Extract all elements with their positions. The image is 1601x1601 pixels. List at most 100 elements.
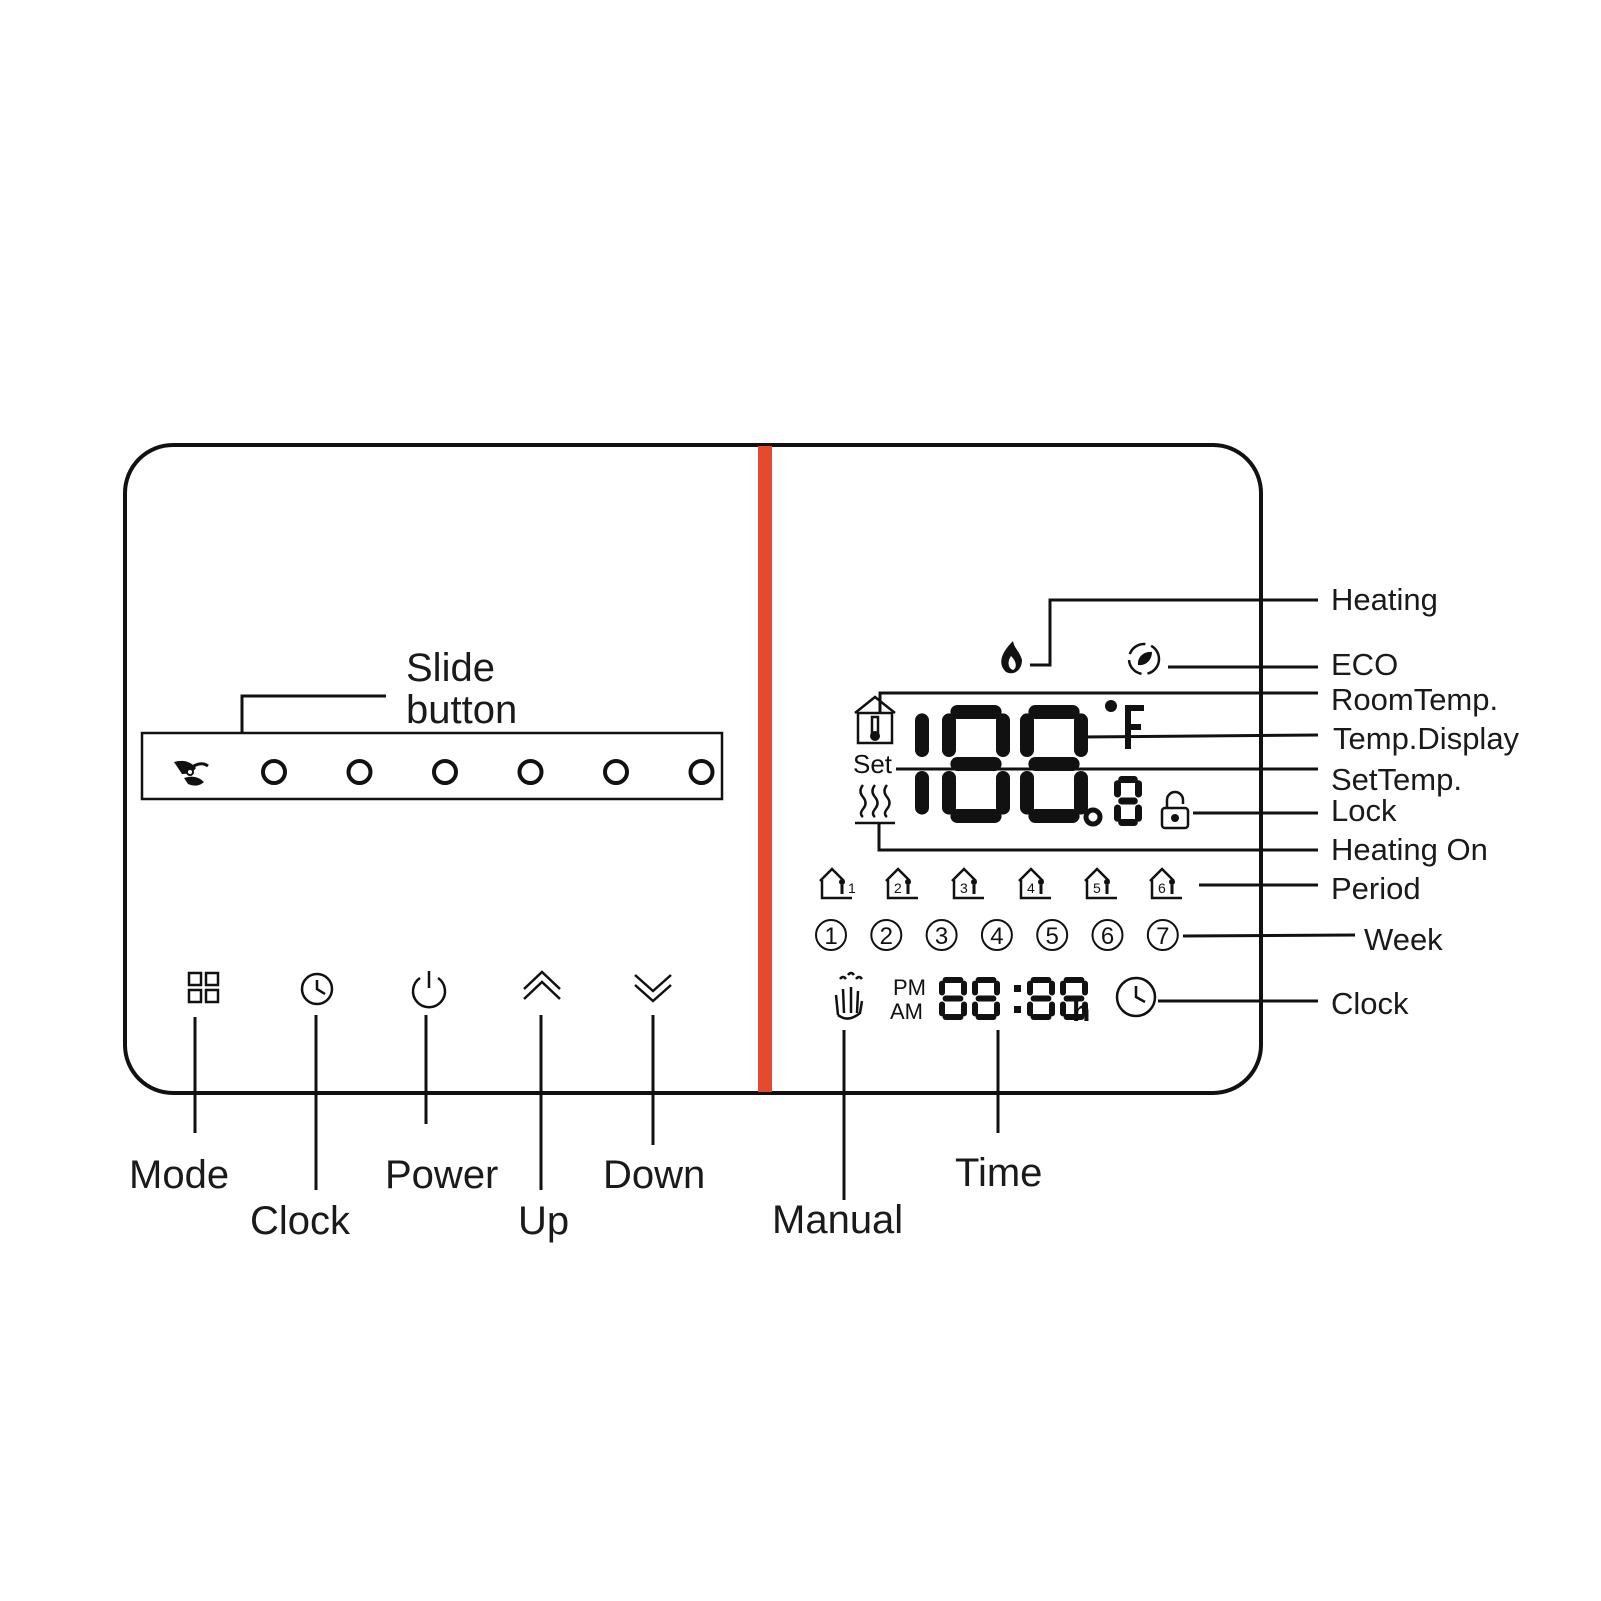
week-callout	[1182, 933, 1356, 938]
room-temp-label: RoomTemp.	[1331, 682, 1498, 717]
up-button[interactable]: Up	[518, 970, 569, 1243]
clock-label: Clock	[250, 1199, 351, 1243]
am-text: AM	[890, 999, 923, 1024]
time-label: Time	[955, 1151, 1042, 1195]
eco-icon	[1127, 642, 1161, 676]
week-day-number: 2	[880, 923, 893, 950]
time-digits	[939, 977, 1088, 1020]
period-label: Period	[1331, 871, 1421, 906]
slide-bar[interactable]	[140, 731, 724, 801]
down-button[interactable]: Down	[603, 974, 705, 1197]
mode-button[interactable]: Mode	[129, 971, 229, 1197]
week-day-circle: 6	[1091, 919, 1124, 951]
down-label: Down	[603, 1153, 705, 1197]
slider-position-dot[interactable]	[432, 759, 458, 785]
week-label: Week	[1364, 922, 1443, 957]
temp-digit	[942, 705, 1010, 823]
power-button[interactable]: Power	[385, 971, 498, 1197]
lock-label: Lock	[1331, 793, 1397, 828]
slider-position-dot[interactable]	[517, 759, 544, 785]
chevron-down-icon	[634, 974, 672, 1003]
mode-label: Mode	[129, 1153, 229, 1197]
time-colon-bottom	[1014, 1006, 1021, 1013]
heating-label: Heating	[1331, 582, 1438, 617]
time-digit	[972, 977, 1000, 1020]
temp-display-digits	[915, 705, 1088, 823]
slider-position-dot[interactable]	[346, 759, 373, 785]
period-number: 3	[960, 880, 968, 896]
week-day-number: 1	[824, 923, 837, 950]
time-colon-top	[1014, 985, 1021, 992]
room-temp-icon	[854, 695, 896, 745]
period-number: 2	[894, 880, 902, 896]
slider-position-dot[interactable]	[261, 759, 287, 785]
slide-label-line2: button	[406, 688, 517, 732]
period-number: 1	[848, 880, 856, 896]
period-icon: 1	[819, 867, 856, 900]
slider-positions	[261, 759, 715, 785]
period-number: 6	[1158, 880, 1166, 896]
hour-suffix: h	[1072, 995, 1090, 1028]
temp-display-callout	[1079, 733, 1319, 739]
period-number: 4	[1027, 880, 1035, 896]
fahrenheit-segment	[1125, 705, 1144, 749]
slide-callout-line	[240, 694, 386, 732]
temp-digit	[1020, 705, 1088, 823]
week-day-number: 7	[1156, 923, 1169, 950]
heating-on-icon	[855, 784, 895, 825]
period-number: 5	[1093, 880, 1101, 896]
manual-label: Manual	[772, 1198, 903, 1242]
clock-icon	[300, 972, 334, 1006]
lcd-clock-icon	[1115, 976, 1157, 1018]
temp-digit	[915, 713, 929, 815]
degree-mark	[1105, 700, 1117, 712]
decimal-point	[1083, 807, 1103, 827]
time-digit	[1060, 977, 1088, 1020]
up-label: Up	[518, 1199, 569, 1243]
clock-right-label: Clock	[1331, 986, 1409, 1021]
week-day-circle: 5	[1036, 919, 1069, 951]
period-icons: 1 2 3 4 5 6	[819, 867, 1182, 900]
temp-display-label: Temp.Display	[1333, 721, 1520, 756]
eco-label: ECO	[1331, 647, 1398, 682]
week-day-circle: 2	[870, 919, 903, 951]
week-day-number: 3	[935, 923, 948, 950]
power-icon	[411, 971, 447, 1009]
period-icon: 6	[1149, 867, 1182, 900]
slide-button-group: Slide button	[140, 646, 724, 801]
slider-position-dot[interactable]	[603, 759, 629, 785]
week-day-circle: 7	[1146, 919, 1179, 951]
chevron-up-icon	[523, 970, 561, 1000]
week-day-number: 6	[1101, 923, 1114, 950]
period-icon: 3	[951, 867, 984, 900]
week-day-circle: 4	[980, 919, 1013, 951]
button-row: Mode Clock Power Up	[129, 970, 705, 1243]
week-day-number: 5	[1046, 923, 1059, 950]
time-digit	[1027, 977, 1055, 1020]
slider-position-dot[interactable]	[688, 759, 715, 785]
time-digit	[939, 977, 967, 1020]
power-label: Power	[385, 1153, 498, 1197]
week-day-circles: 1 2 3 4 5 6 7	[815, 919, 1179, 951]
temp-small-digit-segments	[1114, 776, 1142, 826]
week-day-number: 4	[990, 923, 1003, 950]
set-temp-label: SetTemp.	[1331, 762, 1462, 797]
temp-decimal-digit	[1114, 776, 1142, 826]
clock-button[interactable]: Clock	[250, 972, 351, 1243]
period-icon: 5	[1084, 867, 1117, 900]
heating-on-callout	[877, 823, 1318, 852]
set-text: Set	[853, 749, 893, 779]
heating-on-label: Heating On	[1331, 832, 1488, 867]
hand-icon	[834, 971, 864, 1020]
pm-text: PM	[893, 975, 926, 1000]
lock-icon	[1160, 790, 1190, 830]
period-icon: 4	[1018, 867, 1051, 900]
week-day-circle: 3	[925, 919, 958, 951]
grid-icon	[187, 971, 220, 1004]
week-day-circle: 1	[815, 919, 847, 951]
fan-icon	[174, 760, 209, 786]
room-temp-callout	[878, 691, 1318, 713]
period-icon: 2	[885, 867, 918, 900]
slide-label-line1: Slide	[406, 646, 495, 690]
